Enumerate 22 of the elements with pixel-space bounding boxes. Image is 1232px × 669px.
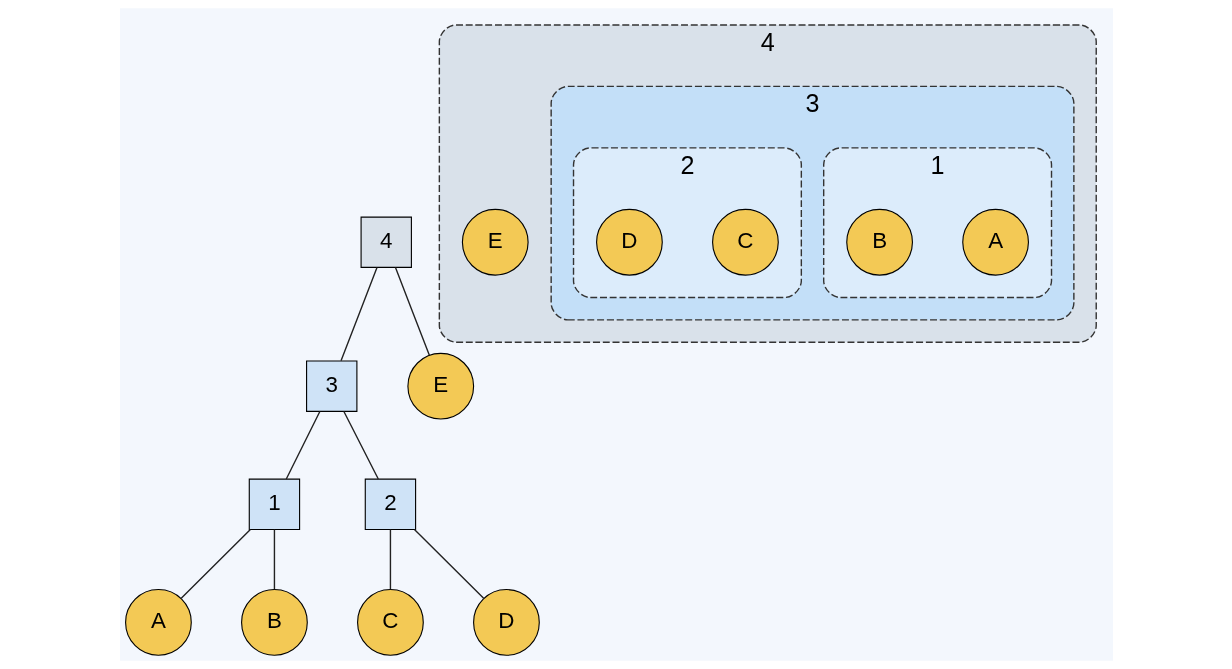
connector	[285, 410, 321, 480]
connector	[389, 528, 391, 590]
node-circle: D	[595, 208, 663, 276]
node-box: 1	[248, 478, 300, 531]
node-circle: E	[406, 352, 474, 420]
node-circle: C	[356, 589, 424, 656]
node-box: 2	[364, 478, 416, 531]
node-circle: B	[240, 589, 308, 656]
connector	[180, 528, 251, 600]
connector	[394, 266, 430, 357]
node-circle: E	[461, 208, 529, 276]
node-box: 3	[305, 360, 357, 412]
node-circle: C	[711, 208, 779, 276]
connector	[273, 528, 275, 590]
node-box: 4	[360, 216, 412, 268]
node-circle: D	[472, 589, 540, 656]
connector	[413, 528, 484, 600]
node-circle: A	[961, 208, 1029, 276]
node-circle: A	[124, 589, 192, 656]
connector	[342, 410, 379, 480]
connector	[339, 266, 378, 362]
node-circle: B	[845, 208, 913, 276]
